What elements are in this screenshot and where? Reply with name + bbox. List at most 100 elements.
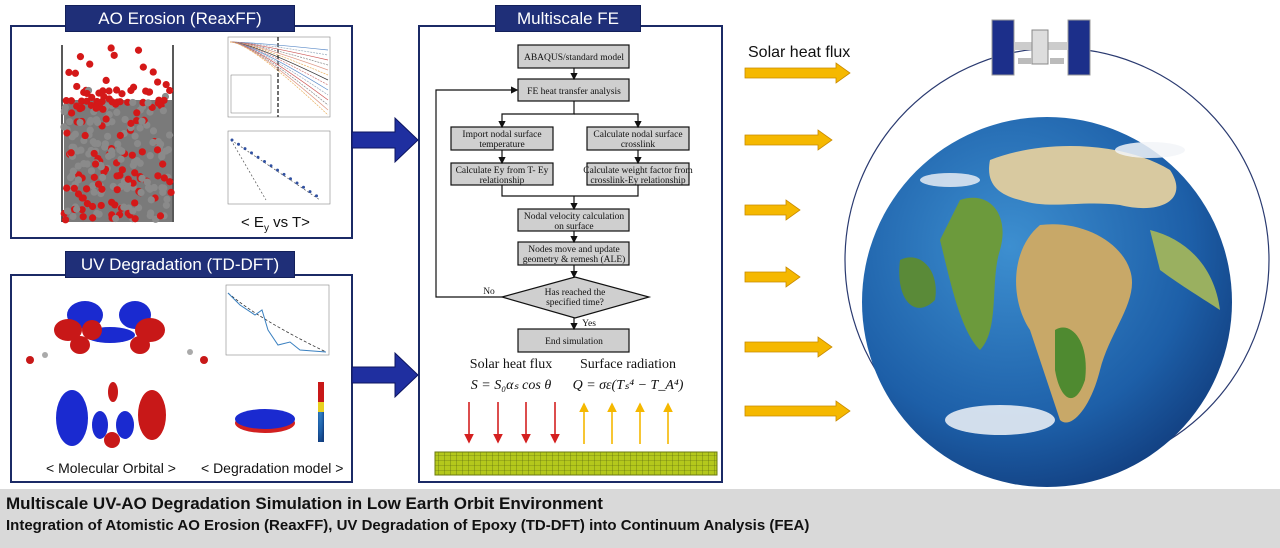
footer-subtitle: Integration of Atomistic AO Erosion (Rea… xyxy=(6,517,810,534)
ey-vs-t-caption: < Ey vs T> xyxy=(241,214,310,234)
atom xyxy=(147,196,155,204)
atom xyxy=(64,207,72,215)
atom xyxy=(113,186,121,194)
fc-nodes: Nodes move and update xyxy=(528,245,620,255)
atom xyxy=(104,132,112,140)
atom xyxy=(154,137,163,146)
uv-degradation-title: UV Degradation (TD-DFT) xyxy=(65,251,295,278)
atom xyxy=(128,151,136,159)
atom xyxy=(108,198,116,206)
atom xyxy=(143,178,151,186)
atom xyxy=(108,147,116,155)
atom xyxy=(154,99,162,107)
atom xyxy=(105,152,113,160)
atom xyxy=(165,131,174,139)
atom xyxy=(74,176,83,184)
yellow-flux-arrow xyxy=(744,400,851,422)
atom xyxy=(98,173,107,181)
atom xyxy=(69,167,77,175)
atom xyxy=(124,98,132,106)
multiscale-fe-title: Multiscale FE xyxy=(495,5,641,32)
crosslink-density-3d-model xyxy=(235,382,324,442)
data-point xyxy=(263,160,266,163)
atom xyxy=(105,87,113,95)
atom xyxy=(160,96,168,104)
degradation-model-caption: < Degradation model > xyxy=(201,460,344,476)
atom xyxy=(79,194,87,202)
atom xyxy=(66,174,75,182)
data-point xyxy=(237,142,240,146)
atom xyxy=(97,201,105,210)
yellow-flux-arrow xyxy=(744,336,833,358)
fc-crosslink-2: crosslink xyxy=(621,140,656,150)
atom xyxy=(113,108,121,116)
atom xyxy=(68,143,76,151)
atom xyxy=(129,98,137,107)
atom xyxy=(123,185,131,193)
space-station-icon xyxy=(991,19,1091,76)
molecular-orbital-image xyxy=(26,301,208,448)
atom xyxy=(63,184,71,192)
atom xyxy=(81,131,89,140)
atom xyxy=(146,185,154,193)
atom xyxy=(149,138,157,147)
atom xyxy=(154,172,162,180)
atom xyxy=(166,178,174,186)
atom xyxy=(65,118,74,126)
atom xyxy=(121,115,129,124)
atom xyxy=(78,97,86,105)
atom xyxy=(158,153,166,161)
atom xyxy=(87,167,96,175)
atom xyxy=(112,214,120,223)
radiation-formula: Q = σε(Tₛ⁴ − T_A⁴) xyxy=(573,378,684,393)
atom xyxy=(158,184,166,192)
data-point xyxy=(250,151,253,155)
atom xyxy=(167,188,175,196)
atom xyxy=(89,138,97,146)
atom xyxy=(136,124,144,132)
arrhenius-plot xyxy=(227,130,331,205)
fc-crosslink: Calculate nodal surface xyxy=(593,129,682,140)
atom xyxy=(131,215,139,223)
atom xyxy=(88,214,97,222)
atom xyxy=(73,82,81,91)
data-point xyxy=(302,185,305,189)
atom xyxy=(124,175,132,183)
atom xyxy=(113,86,121,94)
atom xyxy=(118,90,126,98)
solar-flux-formula: S = S₀αₛ cos θ xyxy=(471,378,552,393)
atom xyxy=(153,146,162,154)
fc-weight-2: crosslink-Ey relationship xyxy=(590,176,685,186)
fc-abaqus: ABAQUS/standard model xyxy=(524,53,624,63)
atom xyxy=(131,199,139,207)
atom xyxy=(159,107,167,115)
atom xyxy=(162,147,170,155)
blue-arrow-ao-to-fe xyxy=(351,116,419,164)
atom xyxy=(99,105,107,113)
atom xyxy=(133,109,141,117)
fc-ey-2: relationship xyxy=(480,176,525,186)
atom xyxy=(99,87,107,95)
atom xyxy=(73,205,81,213)
atom xyxy=(145,88,154,96)
atom xyxy=(149,68,157,76)
data-point xyxy=(282,172,286,176)
atom xyxy=(91,160,100,168)
crosslink-degradation-plot xyxy=(225,284,330,356)
atom xyxy=(139,63,147,71)
atom xyxy=(90,188,98,196)
data-point xyxy=(276,168,279,172)
atom xyxy=(80,160,88,168)
atom xyxy=(76,118,84,127)
atom xyxy=(86,60,94,68)
surface-radiation-label: Surface radiation xyxy=(580,357,676,372)
mass-curve xyxy=(229,41,329,86)
atom xyxy=(146,211,154,220)
atom xyxy=(90,149,98,158)
atom xyxy=(88,93,96,101)
atom xyxy=(137,188,145,197)
mass-curve xyxy=(229,41,329,66)
yellow-flux-arrow xyxy=(744,266,801,288)
atom xyxy=(118,147,126,155)
